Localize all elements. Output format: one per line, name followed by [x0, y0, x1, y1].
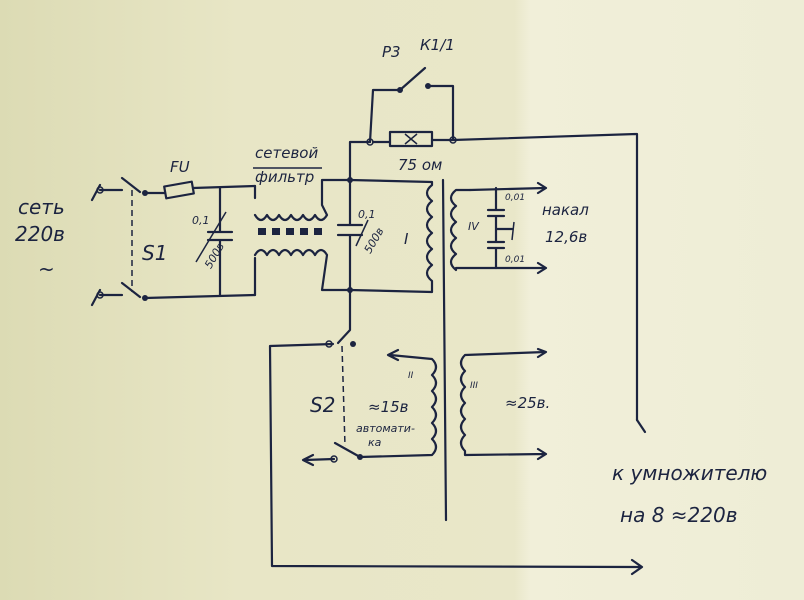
capacitor-c2-and-primary	[336, 177, 448, 522]
label-filter-1: сетевой	[255, 144, 318, 162]
label-resistor: 75 ом	[398, 156, 442, 174]
winding-iii	[459, 347, 548, 461]
label-s1: S1	[142, 241, 167, 265]
label-winding-iv: IV	[468, 220, 480, 233]
label-c2-value: 0,1	[358, 208, 376, 221]
label-voltage-25: ≈25в.	[505, 394, 550, 412]
label-heater-voltage: 12,6в	[545, 228, 587, 246]
label-relay: Р3	[382, 43, 401, 61]
label-winding-iii: III	[470, 381, 478, 391]
label-c4: 0,01	[505, 255, 525, 265]
mains-filter	[253, 167, 352, 297]
wire-neutral	[143, 293, 257, 300]
fuse-fu	[143, 180, 257, 200]
label-relay-contact: К1/1	[420, 36, 455, 54]
label-automation-2: ка	[368, 436, 382, 449]
switch-s2-winding-ii	[268, 288, 644, 576]
label-c2-voltage: 500в	[362, 225, 387, 255]
label-c3: 0,01	[505, 193, 525, 203]
label-voltage-15: ≈15в	[368, 398, 409, 416]
label-output-2: на 8 ≈220в	[620, 503, 738, 527]
label-c1-value: 0,1	[192, 214, 210, 227]
label-heater: накал	[542, 201, 589, 219]
label-winding-i: I	[404, 230, 409, 248]
winding-iv-heater	[449, 181, 548, 275]
label-output-1: к умножителю	[612, 461, 767, 485]
label-mains-tilde: ~	[38, 257, 55, 281]
capacitor-c1	[195, 186, 234, 297]
label-automation-1: автомати-	[356, 422, 415, 435]
label-fuse: FU	[170, 158, 190, 176]
label-winding-ii: II	[408, 371, 414, 381]
label-mains: сеть	[18, 195, 65, 219]
switch-s1	[120, 176, 148, 301]
mains-terminals	[90, 183, 124, 307]
label-filter-2: фильтр	[255, 168, 314, 186]
label-mains-voltage: 220в	[15, 222, 65, 246]
label-s2: S2	[310, 393, 335, 417]
relay-contact-and-resistor	[348, 66, 647, 434]
